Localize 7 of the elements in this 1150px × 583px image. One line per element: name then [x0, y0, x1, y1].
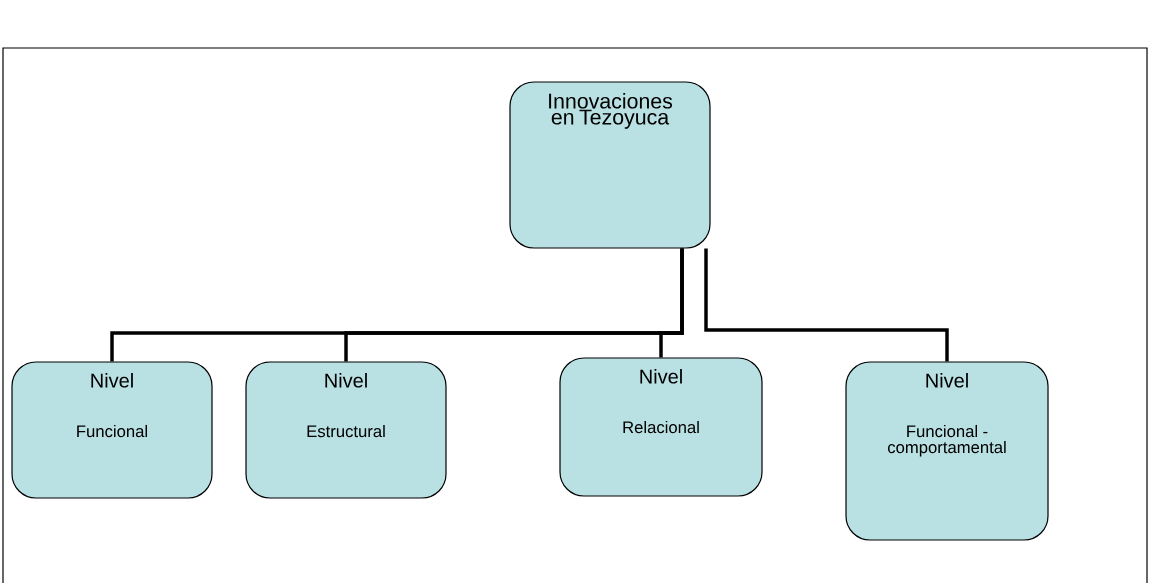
title-box: Innovaciones en Tezoyuca	[509, 81, 711, 249]
connector-line	[704, 248, 949, 362]
connector-line	[659, 248, 684, 358]
level-box: Nivel Funcional	[11, 361, 213, 499]
level-box: Nivel Funcional - comportamental	[845, 361, 1049, 541]
level-box: Nivel Estructural	[245, 361, 447, 499]
level-box: Nivel Relacional	[559, 357, 763, 497]
